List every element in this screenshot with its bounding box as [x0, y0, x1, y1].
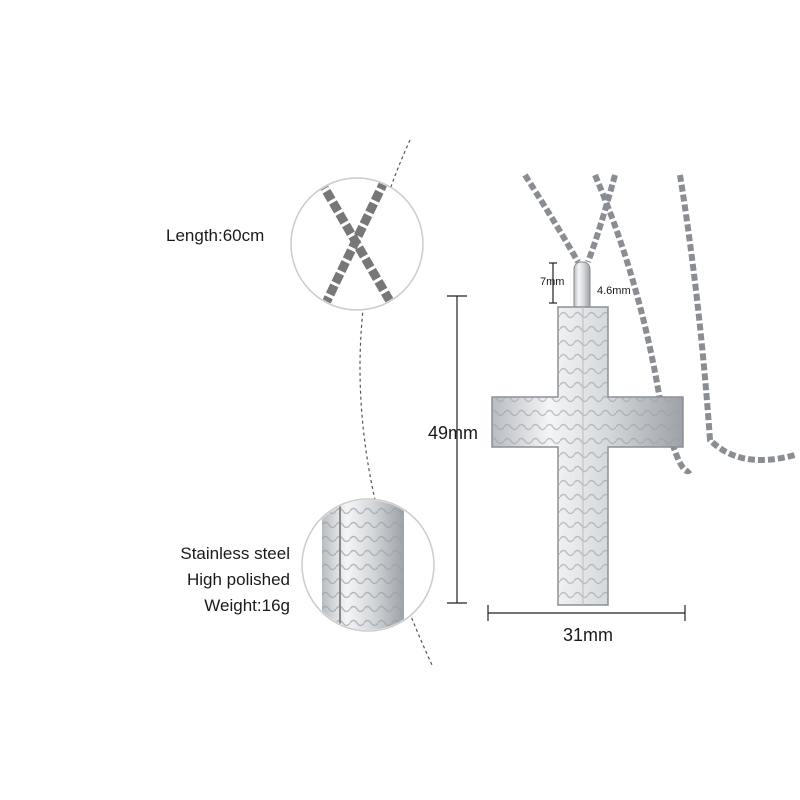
chain-length-label: Length:60cm: [166, 226, 265, 245]
finish-label: High polished: [186, 570, 290, 589]
height-dimension: 49mm: [428, 423, 479, 443]
material-detail-circle: [301, 498, 435, 632]
cross-pendant: [491, 306, 684, 606]
bail: [573, 261, 591, 315]
necklace-chain: [522, 173, 796, 475]
bail-width-dimension: 4.6mm: [597, 285, 631, 297]
width-dimension: 31mm: [563, 625, 614, 645]
chain-detail-circle: [290, 177, 424, 311]
bail-height-dimension: 7mm: [540, 276, 565, 288]
material-label: Stainless steel: [180, 544, 290, 563]
weight-label: Weight:16g: [204, 596, 290, 615]
